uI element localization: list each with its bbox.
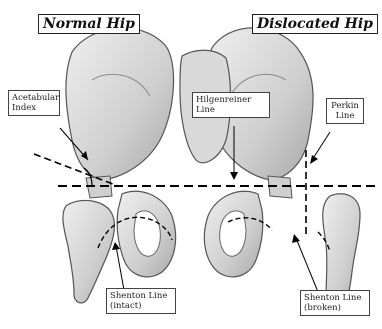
perkin-pointer: [312, 132, 330, 160]
normal-hip-title: Normal Hip: [38, 14, 140, 34]
left-ilium: [66, 28, 174, 180]
acetabular-index-label: Acetabular Index: [8, 90, 60, 116]
shenton-broken-pointer-head: [292, 234, 300, 243]
shenton-broken-line2: (broken): [304, 303, 366, 313]
perkin-label-line1: Perkin: [330, 101, 360, 111]
shenton-intact-line1: Shenton Line: [110, 291, 172, 301]
hilgenreiner-pointer-head: [230, 172, 238, 180]
perkin-label-line2: Line: [330, 111, 360, 121]
hilgenreiner-label-line1: Hilgenreiner: [196, 95, 266, 105]
acetabular-label-line1: Acetabular: [12, 93, 56, 103]
dislocated-hip-title: Dislocated Hip: [252, 14, 378, 34]
shenton-broken-pointer: [296, 238, 318, 292]
shenton-intact-label: Shenton Line (intact): [106, 288, 176, 314]
perkin-pointer-head: [310, 155, 318, 164]
perkin-line-label: Perkin Line: [326, 98, 364, 124]
shenton-intact-line2: (intact): [110, 301, 172, 311]
shenton-broken-label: Shenton Line (broken): [300, 290, 370, 316]
hilgenreiner-label-line2: Line: [196, 105, 266, 115]
shenton-broken-line1: Shenton Line: [304, 293, 366, 303]
acetabular-label-line2: Index: [12, 103, 56, 113]
hilgenreiner-line-label: Hilgenreiner Line: [192, 92, 270, 118]
